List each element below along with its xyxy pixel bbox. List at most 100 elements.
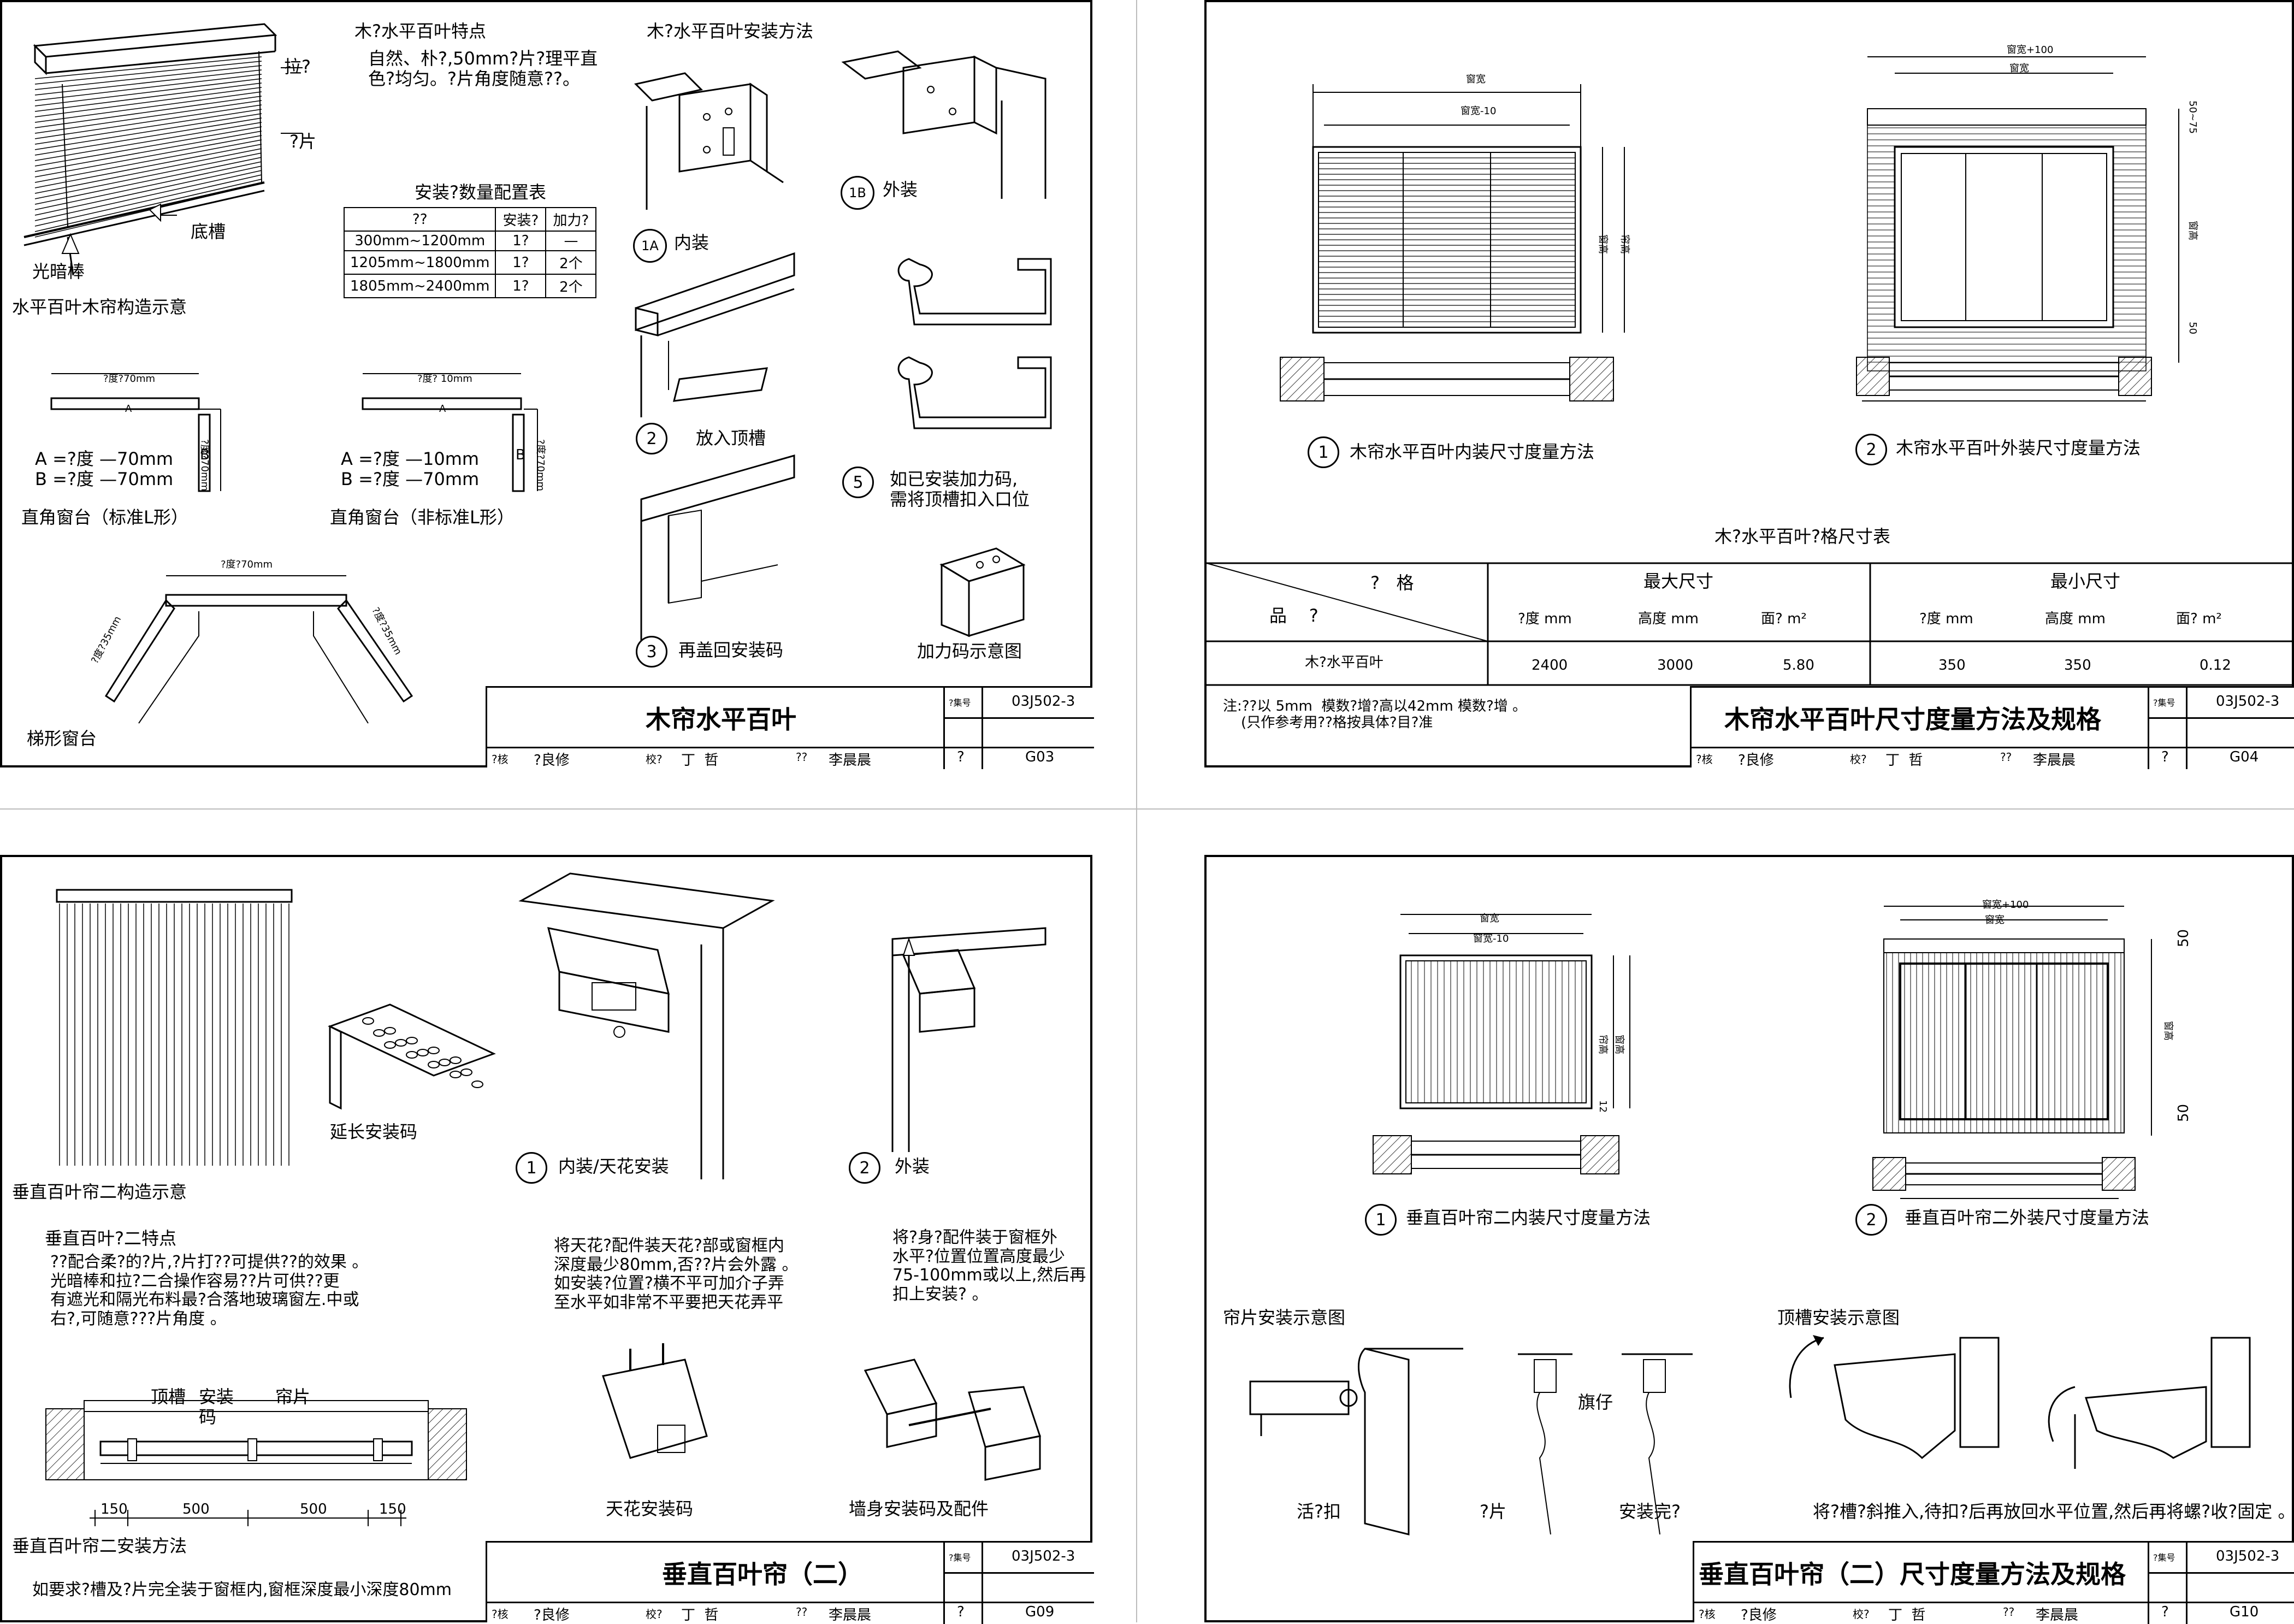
slat-line [34,157,262,205]
diag2-dim-h: 窗高 [2162,1021,2174,1041]
label-done: 安装完? [1619,1501,1681,1522]
slat-line [34,117,262,156]
label-wand: 光暗棒 [32,261,85,282]
table-header: ?? [343,207,496,232]
step-2-label: 放入顶槽 [696,428,766,448]
tb-title: 垂直百叶帘（二） [662,1560,863,1589]
diag2-caption: 垂直百叶帘二外装尺寸度量方法 [1905,1207,2150,1228]
extension-bracket-drawing [328,1003,496,1110]
diag2-dim-inner: 窗宽 [1985,914,2005,926]
diag2-dim-outer: 窗宽+100 [1982,899,2029,911]
tb-code: 03J502-3 [2216,693,2280,710]
slat-line [34,170,262,221]
diag2-dim-outer: 窗宽+100 [2007,44,2054,56]
tb-title: 木帘水平百叶尺寸度量方法及规格 [1724,705,2101,734]
sheet-g04: 窗宽 窗宽-10 窗高 帘高 1 木帘水平百叶内装尺寸度量方法 窗宽+100 窗… [1204,0,2294,769]
diag2-dim-inner: 窗宽 [2009,63,2029,74]
diag1-caption: 木帘水平百叶内装尺寸度量方法 [1350,441,1595,462]
tb-checker-label: ?核 [1699,1608,1716,1621]
step-3-label: 再盖回安装码 [678,640,784,660]
bracket-hole [395,1039,407,1047]
clip-profiles-drawing [897,258,1052,429]
slat-line [34,126,262,167]
tb-page-label: ? [957,749,965,765]
l-shape-standard-drawing [50,373,221,492]
tb-checker-label: ?核 [492,753,509,766]
tb-design-label: ?? [2003,1605,2015,1619]
step-2-badge: 2 [849,1152,880,1184]
tb-code-label: ?集号 [949,698,971,708]
tb-page: G10 [2230,1604,2259,1620]
table-cell: — [545,231,597,251]
spec-note: 注:??以 5mm 模数?增?高以42mm 模数?增 。 (只作参考用??格按具… [1223,698,1527,731]
tb-page: G03 [1025,749,1055,765]
tb-design-label: ?? [796,1605,808,1619]
table-cell: 1? [495,231,547,251]
spec-col: 高度 mm [2045,611,2106,627]
table-header: 加力? [545,207,597,232]
tb-checker-label: ?核 [1696,753,1713,766]
bracket-hole [428,1047,440,1054]
table-cell: 1805mm~2400mm [343,274,496,298]
spec-row-name: 木?水平百叶 [1305,654,1384,671]
step-5-badge: 5 [842,466,874,498]
step-1a-badge: 1A [633,229,667,263]
tb-divider [943,688,945,769]
tb-checker-label: ?核 [492,1608,509,1621]
slat-line [34,82,262,112]
bracket-caption: 加力码示意图 [917,641,1022,662]
spec-col: 高度 mm [1638,611,1699,627]
plan-dim-line [90,1510,406,1526]
tb-proof-label: 校? [646,1608,663,1621]
tb-checker: ?良修 [534,1607,570,1623]
title-block-g09: 垂直百叶帘（二） ?集号 03J502-3 ? G09 ?核 ?良修 校? 丁 … [486,1541,1094,1624]
l-std-dim-side: ?度?70mm [199,439,210,492]
spec-title: 木?水平百叶?格尺寸表 [1714,526,1890,547]
rail-note: 将?槽?斜推入,待扣?后再放回水平位置,然后再将螺?收?固定 。 [1813,1501,2294,1522]
tb-divider [2148,1543,2149,1624]
bracket-hole [384,1041,396,1049]
slat-line [34,91,262,123]
tb-checker: ?良修 [1741,1607,1777,1623]
tb-code: 03J502-3 [1012,693,1075,710]
features-text: ??配合柔?的?片,?片打??可提供??的效果 。 光暗棒和拉?二合操作容易??… [50,1253,369,1328]
plan-dim: 500 [182,1501,210,1517]
tb-code: 03J502-3 [1012,1548,1075,1564]
bracket-quantity-table: ?? 安装? 加力? 300mm~1200mm 1? — 1205mm~1800… [343,207,597,298]
diag1-dim-outer: 窗宽 [1480,913,1499,924]
spec-value: 350 [1938,657,1966,674]
method-caption: 垂直百叶帘二安装方法 [12,1536,187,1556]
slat-line [34,139,262,183]
slat-line [34,78,262,107]
spec-value: 3000 [1657,657,1694,674]
plan-dim: 150 [100,1501,128,1517]
spec-value: 350 [2064,657,2091,674]
tb-divider [982,1543,983,1624]
tb-divider [2148,688,2149,769]
title-block-g10: 垂直百叶帘（二）尺寸度量方法及规格 ?集号 03J502-3 ? G10 ?核 … [1693,1541,2294,1624]
spec-value: 2400 [1532,657,1568,674]
spec-value: 5.80 [1783,657,1814,674]
table-cell: 2个 [545,274,597,298]
diag1-dim-inner: 窗宽-10 [1461,105,1497,117]
table-cell: 1? [495,250,547,275]
diag2-dim-bottom: 50 [2187,322,2198,334]
label-slat: ?片 [1480,1501,1506,1522]
l-std-formula: A =?度 —70mm B =?度 —70mm [35,448,174,489]
tb-divider [1692,747,2294,748]
trap-dim-top: ?度?70mm [221,559,273,570]
spec-header-spec: ? 格 [1370,572,1414,593]
tb-proof-label: 校? [1853,1608,1870,1621]
spec-header-min: 最小尺寸 [2050,571,2121,592]
bracket-hole [450,1071,462,1078]
plan-label-bracket: 安装 码 [199,1386,234,1427]
spec-col: ?度 mm [1518,611,1572,627]
table-title: 安装?数量配置表 [415,182,546,203]
table-header: 安装? [495,207,547,232]
l-std-b: B [200,447,210,463]
tb-designer: 李晨晨 [2033,752,2076,769]
bracket-hole [460,1068,472,1076]
bracket-hole [406,1051,418,1059]
install-title: 木?水平百叶安装方法 [647,21,813,42]
slat-clip-drawing [1249,1348,1693,1536]
